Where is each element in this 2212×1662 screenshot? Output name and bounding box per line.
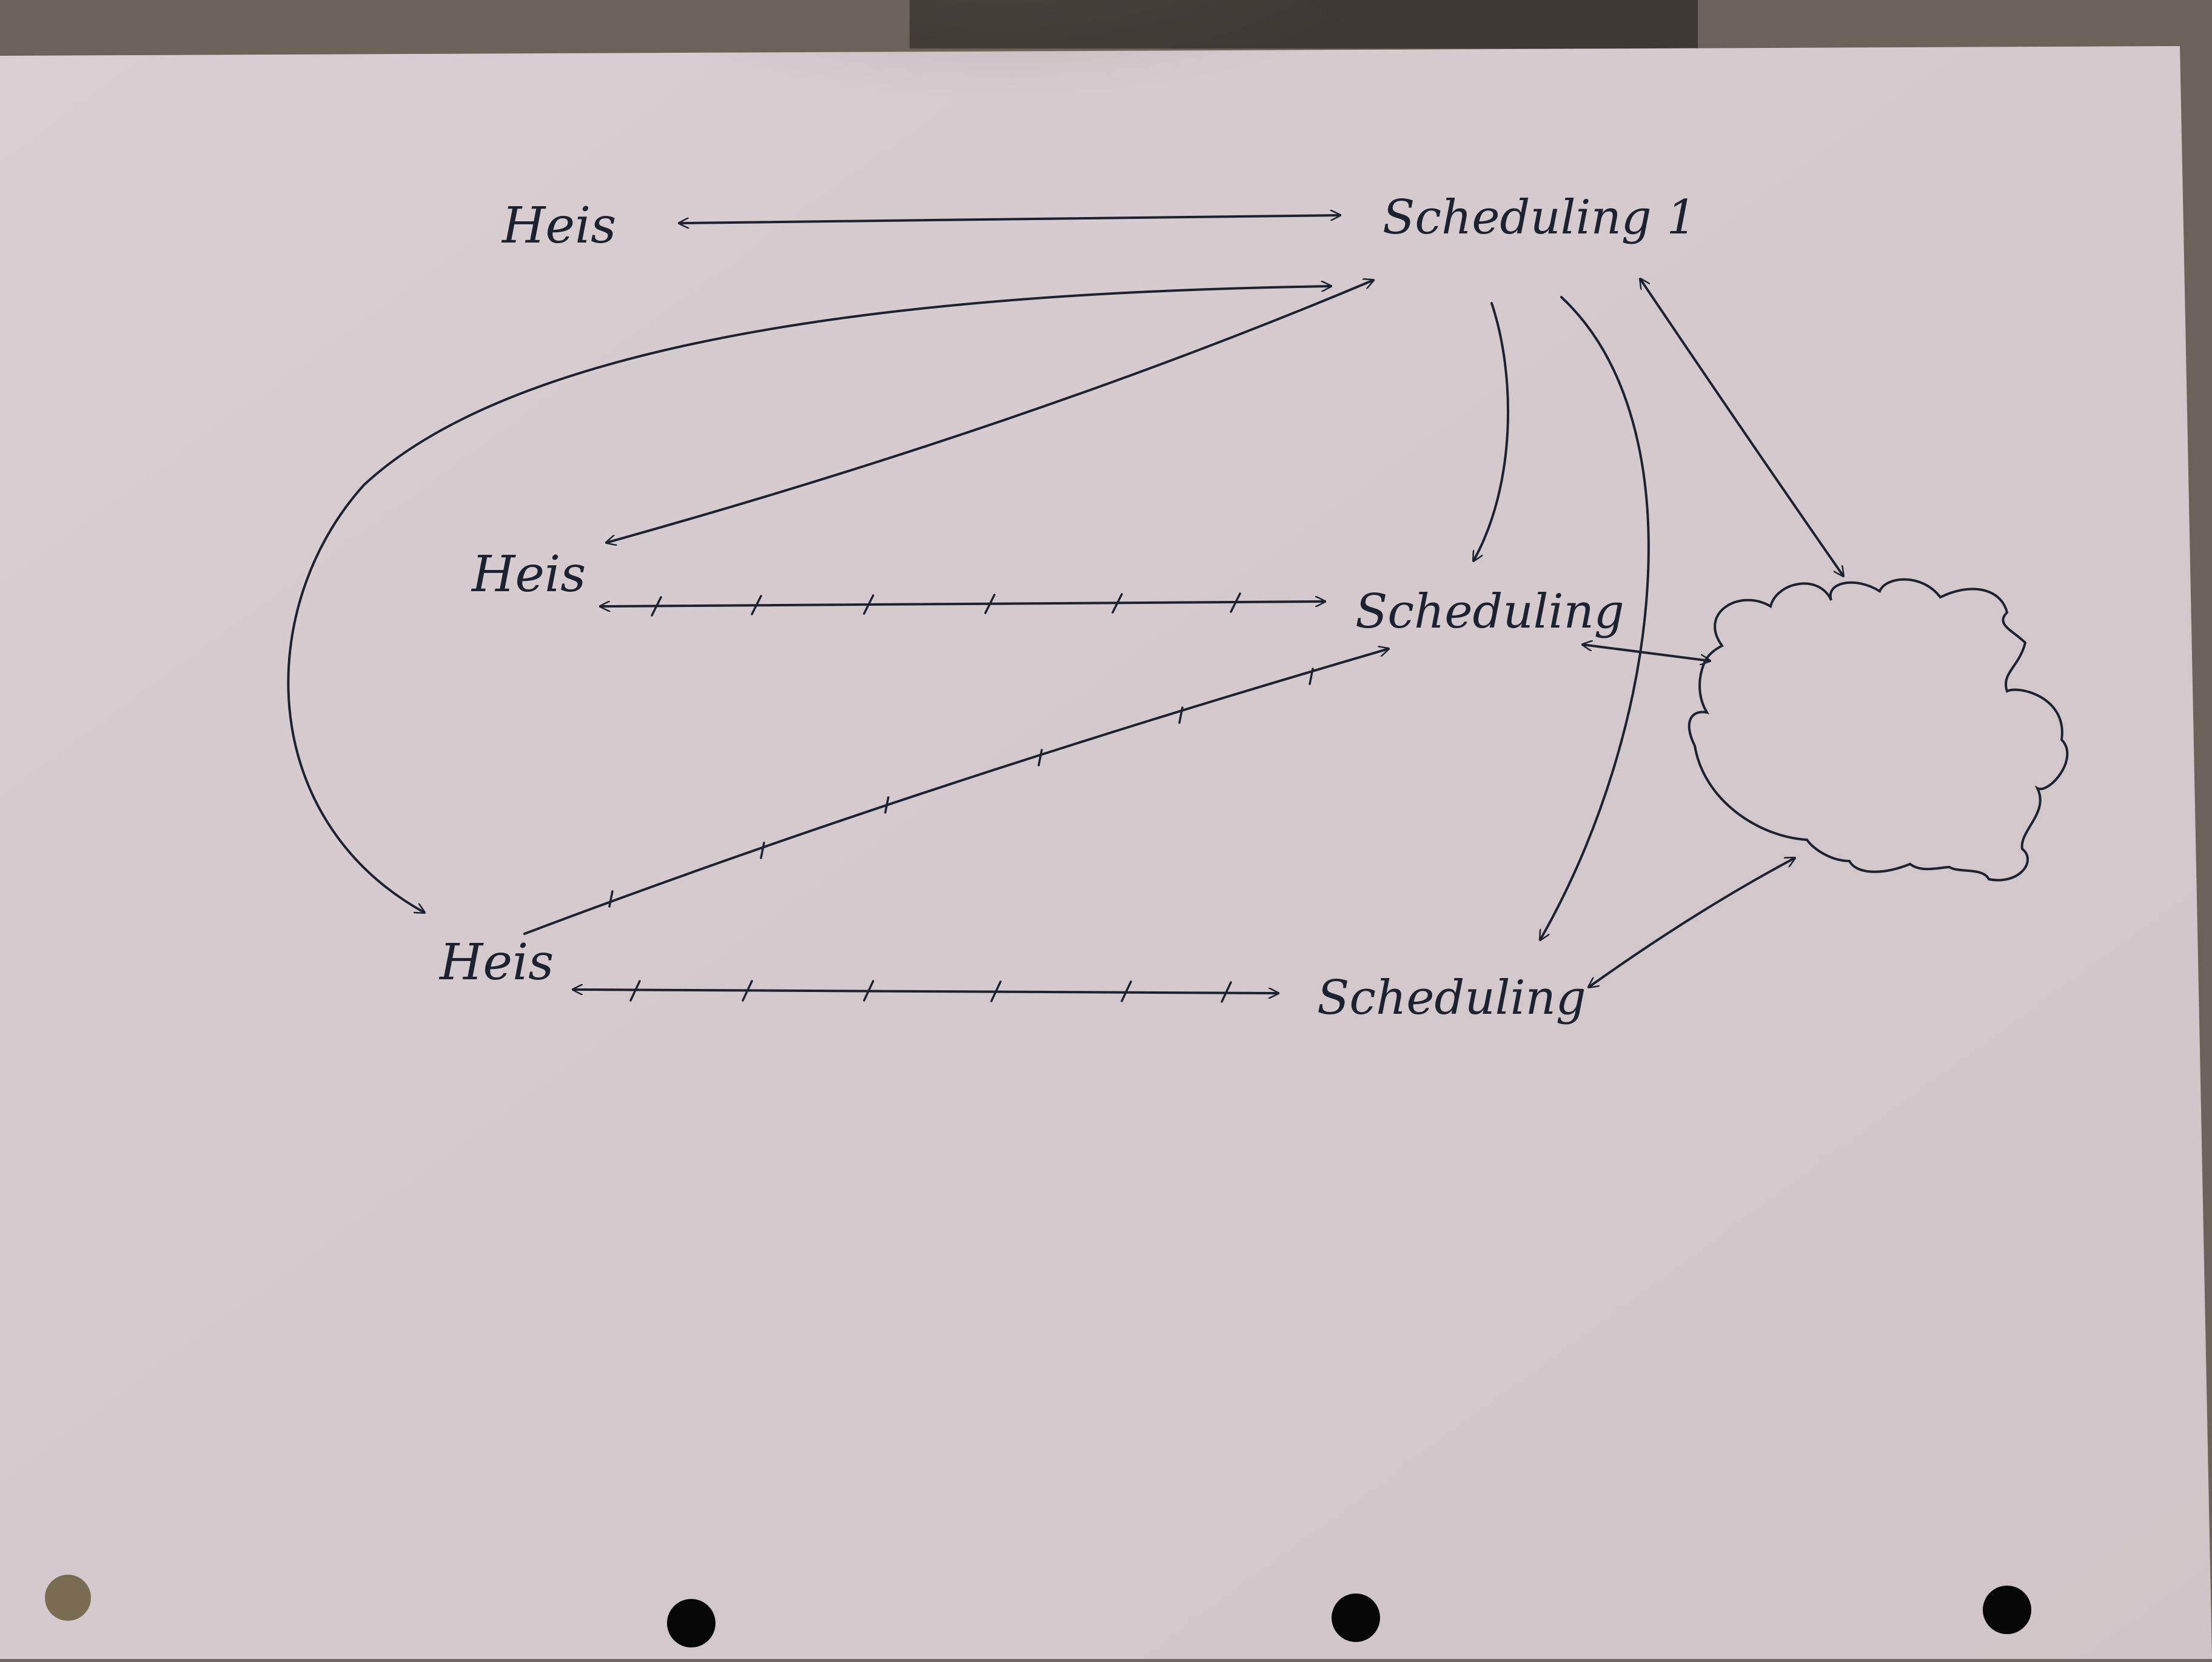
paper-sheet bbox=[0, 46, 2212, 1659]
link-scheduling-bottom-cloud bbox=[1589, 858, 1795, 987]
scheduling-middle-label: Scheduling bbox=[1355, 585, 1624, 639]
tick-marks bbox=[608, 592, 1314, 1003]
link-scheduling1-scheduling-middle bbox=[1473, 302, 1509, 561]
punch-hole bbox=[667, 1599, 716, 1647]
link-heis-middle-scheduling-middle bbox=[599, 601, 1326, 606]
heis-top-label: Heis bbox=[501, 197, 616, 255]
punch-hole bbox=[45, 1575, 91, 1621]
link-heis-bottom-scheduling-bottom bbox=[572, 990, 1279, 993]
link-scheduling1-scheduling-bottom bbox=[1540, 296, 1650, 940]
scheduling-top-label: Scheduling 1 bbox=[1382, 190, 1697, 245]
cloud-shape bbox=[1687, 578, 2069, 882]
scheduling-bottom-label: Scheduling bbox=[1317, 971, 1586, 1025]
shadow bbox=[637, 0, 1364, 206]
punch-hole bbox=[1983, 1586, 2031, 1634]
link-heis-bottom-scheduling-middle bbox=[523, 649, 1389, 935]
link-scheduling1-cloud bbox=[1640, 279, 1843, 576]
punch-hole bbox=[1332, 1593, 1380, 1642]
link-heis-top-scheduling1 bbox=[678, 215, 1341, 223]
connections bbox=[287, 215, 1843, 993]
heis-bottom-label: Heis bbox=[438, 934, 554, 991]
link-scheduling-middle-cloud bbox=[1583, 645, 1710, 661]
link-heis-middle-scheduling1 bbox=[606, 280, 1373, 543]
heis-middle-label: Heis bbox=[471, 546, 586, 603]
